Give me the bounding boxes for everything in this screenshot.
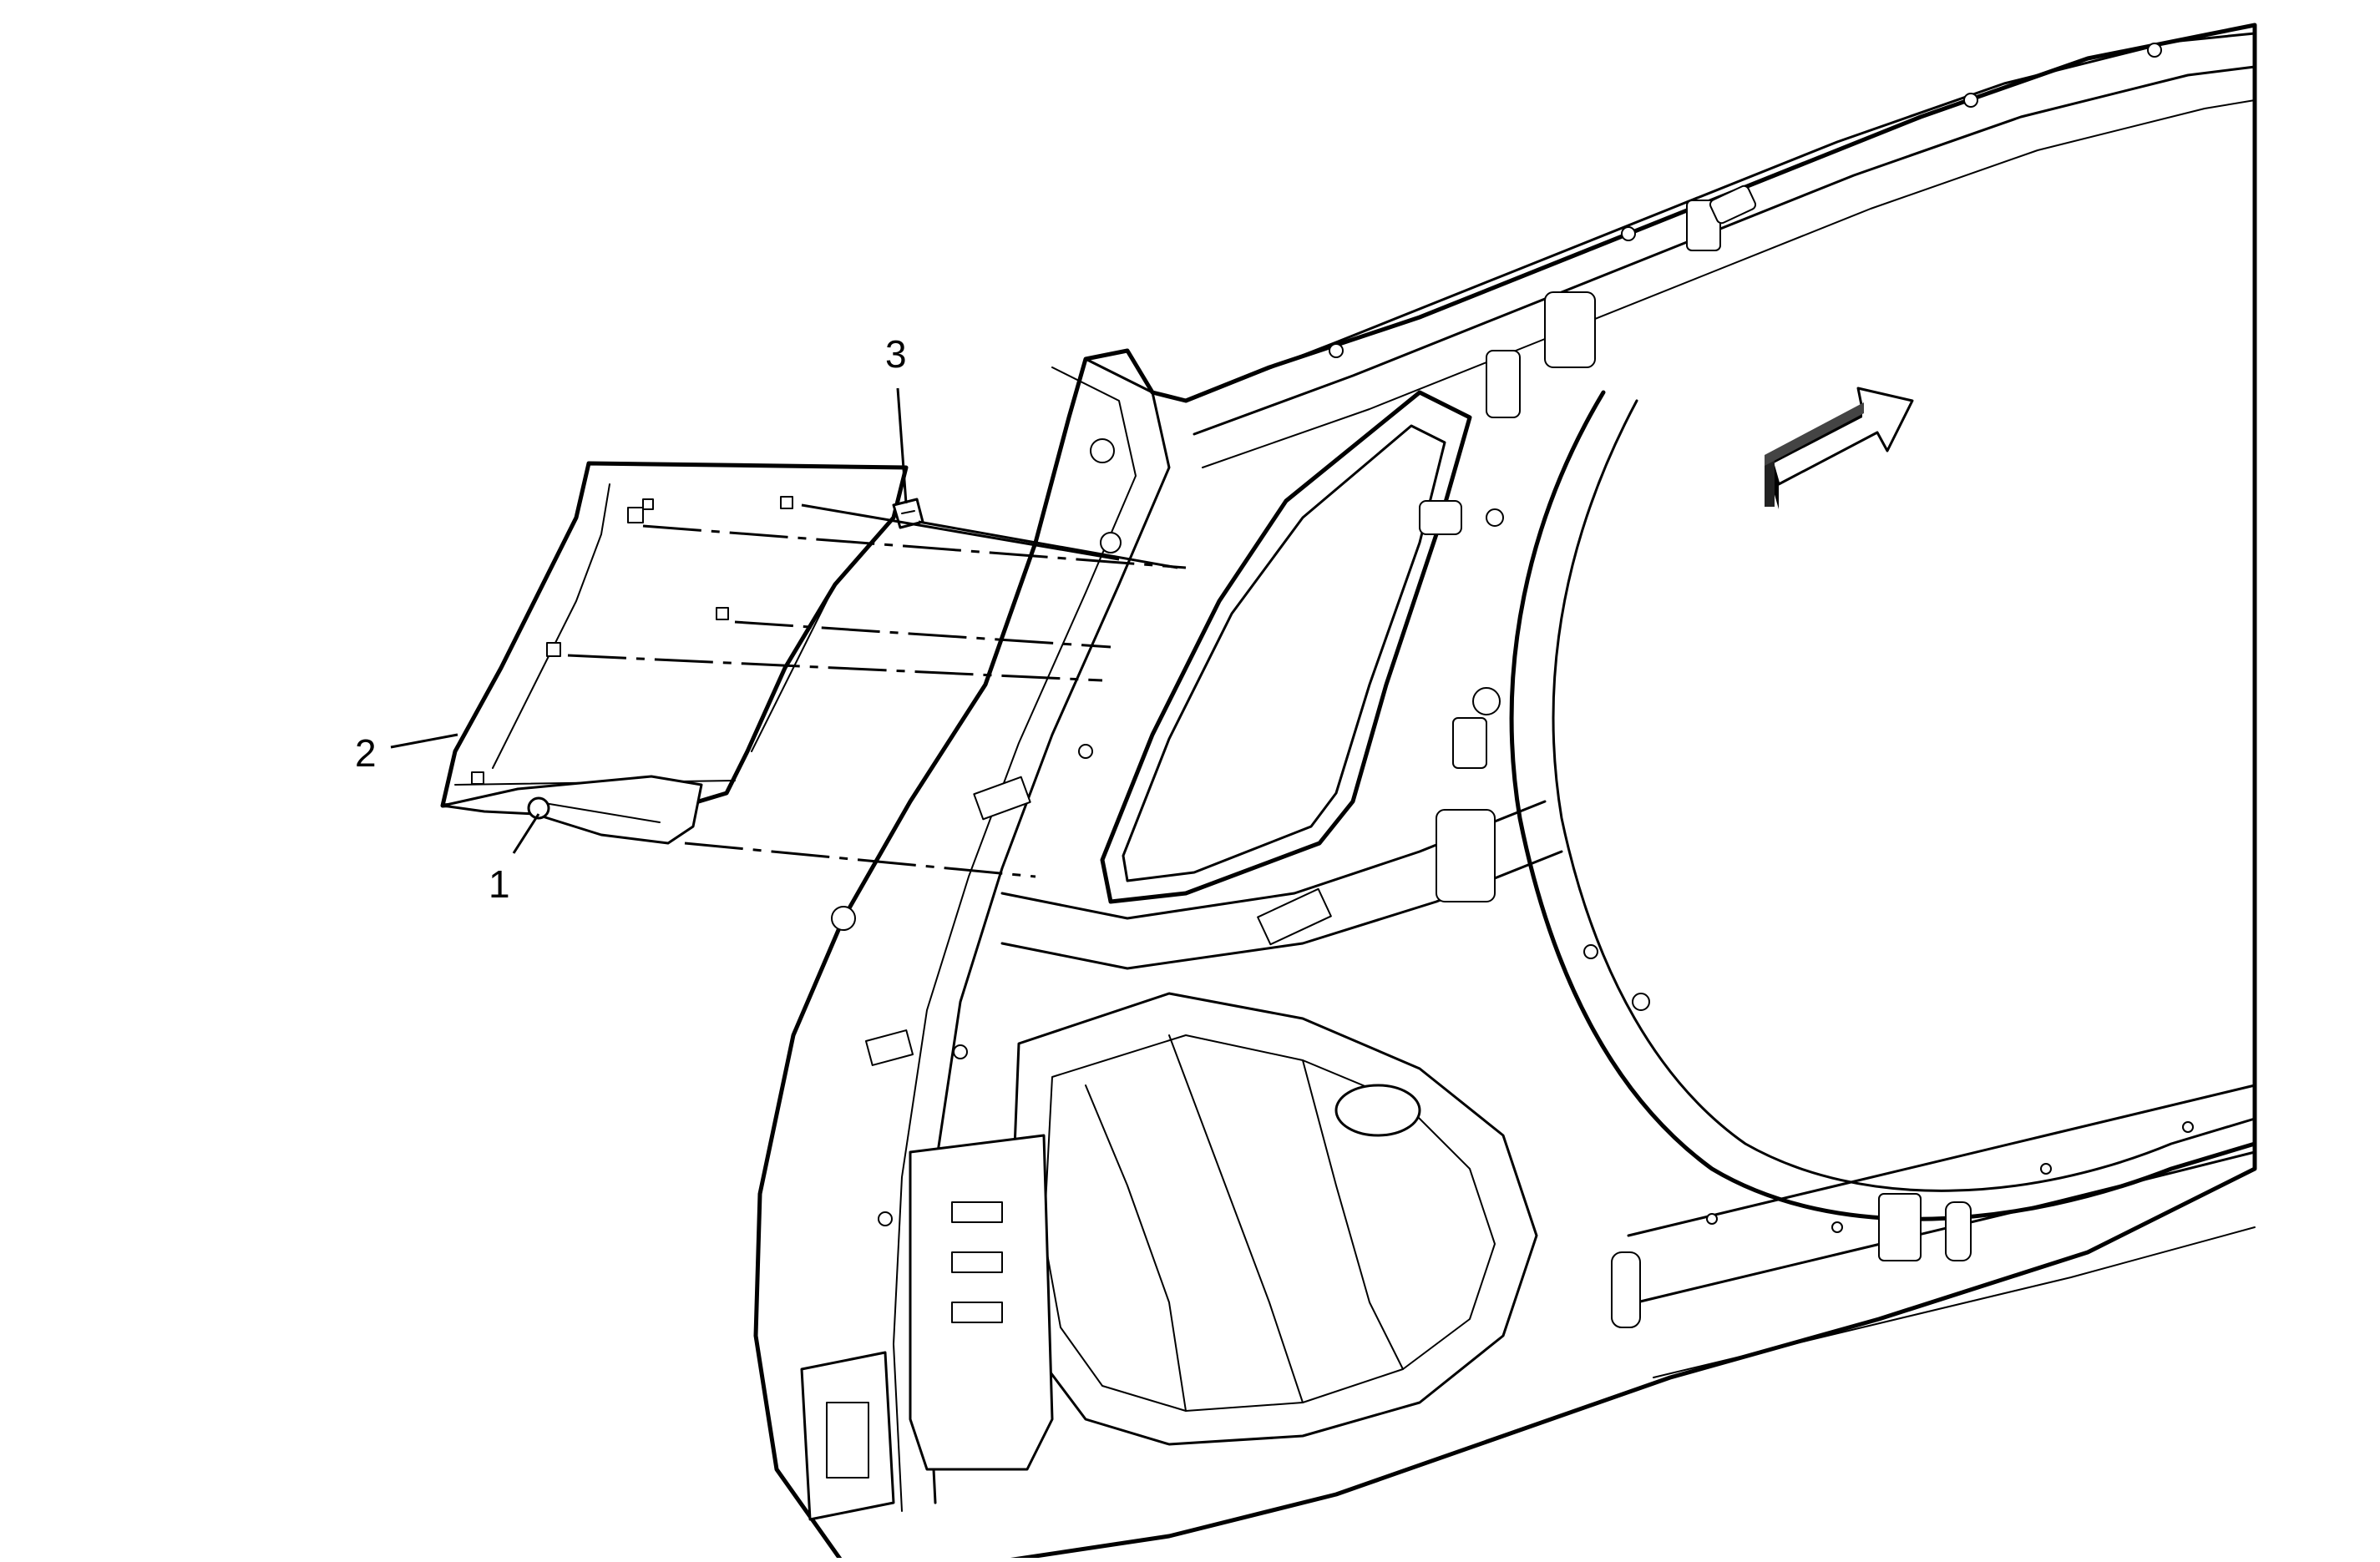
callout-2-label: 2 xyxy=(355,731,377,775)
callout-3: 3 xyxy=(885,332,908,504)
forward-arrow-icon xyxy=(1765,387,1914,509)
body-side-inner-panel xyxy=(753,23,2257,1562)
callout-3-label: 3 xyxy=(885,332,907,376)
quarter-trim-panel xyxy=(440,461,909,845)
callout-1: 1 xyxy=(489,813,540,906)
alignment-leaders xyxy=(567,503,1187,878)
callout-2: 2 xyxy=(355,731,458,775)
callout-1-label: 1 xyxy=(489,862,510,906)
